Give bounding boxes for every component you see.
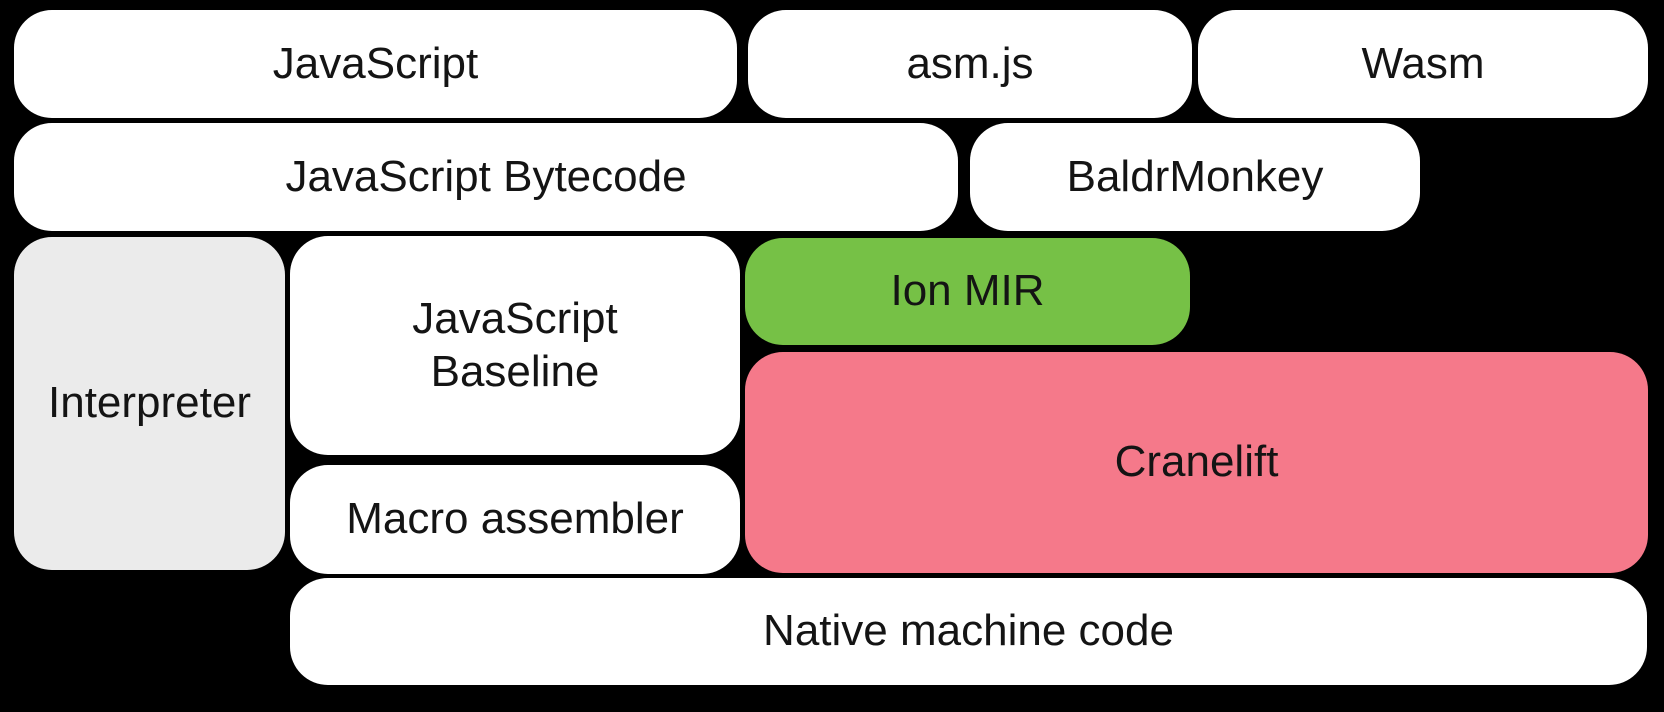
node-javascript-bytecode-label: JavaScript Bytecode: [285, 151, 687, 201]
node-javascript-bytecode: JavaScript Bytecode: [14, 123, 958, 231]
node-macro-assembler: Macro assembler: [290, 465, 740, 574]
node-javascript-label: JavaScript: [272, 38, 479, 88]
node-interpreter-label: Interpreter: [48, 378, 251, 428]
node-ion-mir: Ion MIR: [745, 238, 1190, 345]
node-native-machine-code: Native machine code: [290, 578, 1647, 685]
node-baldrmonkey-label: BaldrMonkey: [1066, 151, 1324, 201]
node-asmjs: asm.js: [748, 10, 1192, 118]
node-baldrmonkey: BaldrMonkey: [970, 123, 1420, 231]
node-cranelift: Cranelift: [745, 352, 1648, 573]
node-javascript: JavaScript: [14, 10, 737, 118]
node-native-machine-code-label: Native machine code: [763, 606, 1174, 656]
node-wasm-label: Wasm: [1361, 38, 1485, 88]
node-ion-mir-label: Ion MIR: [890, 266, 1045, 316]
node-interpreter: Interpreter: [14, 237, 285, 570]
node-javascript-baseline-label: JavaScript Baseline: [412, 293, 618, 396]
node-cranelift-label: Cranelift: [1114, 437, 1279, 487]
node-asmjs-label: asm.js: [906, 38, 1034, 88]
node-javascript-baseline: JavaScript Baseline: [290, 236, 740, 455]
node-wasm: Wasm: [1198, 10, 1648, 118]
node-macro-assembler-label: Macro assembler: [346, 494, 684, 544]
